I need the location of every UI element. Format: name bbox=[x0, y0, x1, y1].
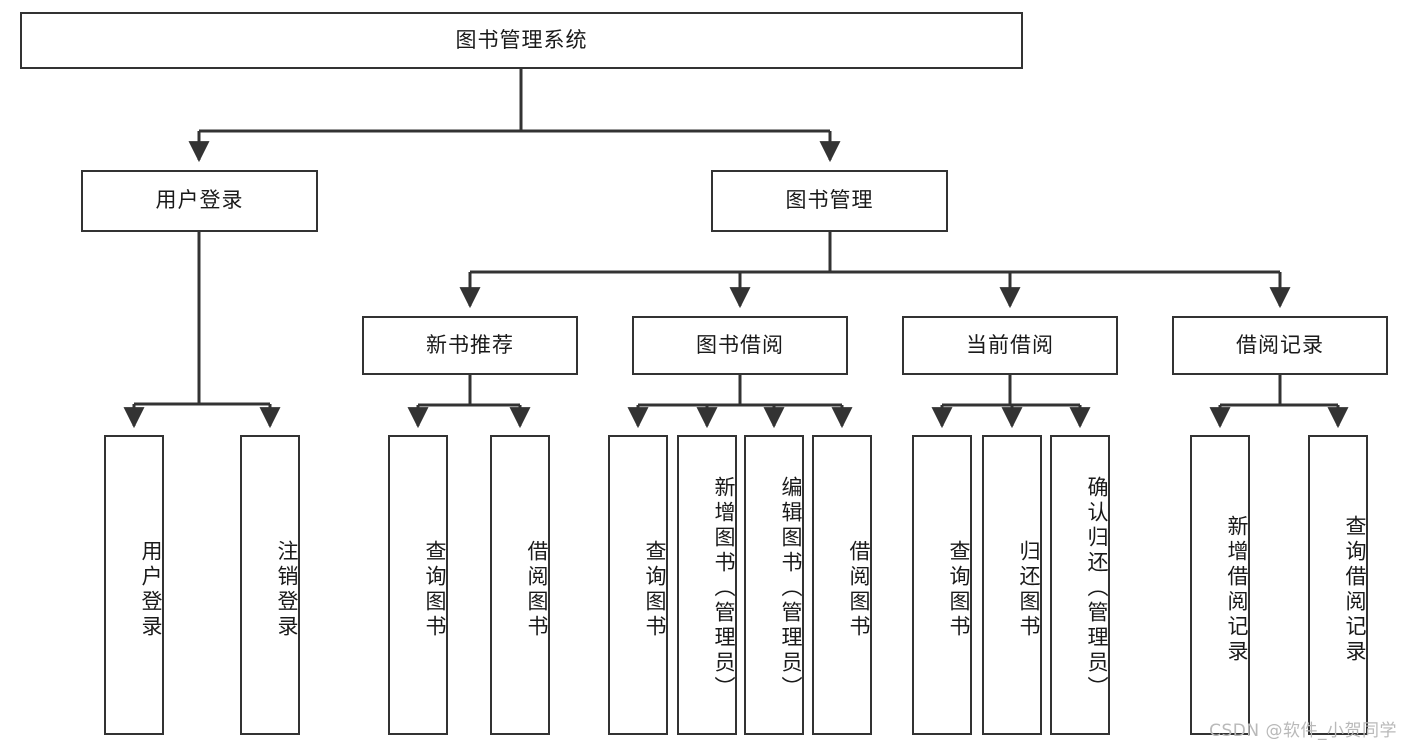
leaf-add-borrow-record[interactable]: 新增借阅记录 bbox=[1190, 435, 1250, 735]
node-borrow-records[interactable]: 借阅记录 bbox=[1172, 316, 1388, 375]
leaf-add-book-admin[interactable]: 新增图书（管理员） bbox=[677, 435, 737, 735]
leaf-borrow-books[interactable]: 借阅图书 bbox=[812, 435, 872, 735]
node-user-login[interactable]: 用户登录 bbox=[81, 170, 318, 232]
leaf-user-logout[interactable]: 注销登录 bbox=[240, 435, 300, 735]
node-book-management[interactable]: 图书管理 bbox=[711, 170, 948, 232]
node-new-book-recommend[interactable]: 新书推荐 bbox=[362, 316, 578, 375]
leaf-edit-book-admin[interactable]: 编辑图书（管理员） bbox=[744, 435, 804, 735]
leaf-query-borrow-record[interactable]: 查询借阅记录 bbox=[1308, 435, 1368, 735]
leaf-user-login[interactable]: 用户登录 bbox=[104, 435, 164, 735]
node-book-borrow[interactable]: 图书借阅 bbox=[632, 316, 848, 375]
leaf-query-books-borrow[interactable]: 查询图书 bbox=[608, 435, 668, 735]
node-root[interactable]: 图书管理系统 bbox=[20, 12, 1023, 69]
leaf-query-books-current[interactable]: 查询图书 bbox=[912, 435, 972, 735]
node-current-borrow[interactable]: 当前借阅 bbox=[902, 316, 1118, 375]
leaf-return-books[interactable]: 归还图书 bbox=[982, 435, 1042, 735]
leaf-confirm-return-admin[interactable]: 确认归还（管理员） bbox=[1050, 435, 1110, 735]
leaf-query-books-recommend[interactable]: 查询图书 bbox=[388, 435, 448, 735]
leaf-borrow-books-recommend[interactable]: 借阅图书 bbox=[490, 435, 550, 735]
